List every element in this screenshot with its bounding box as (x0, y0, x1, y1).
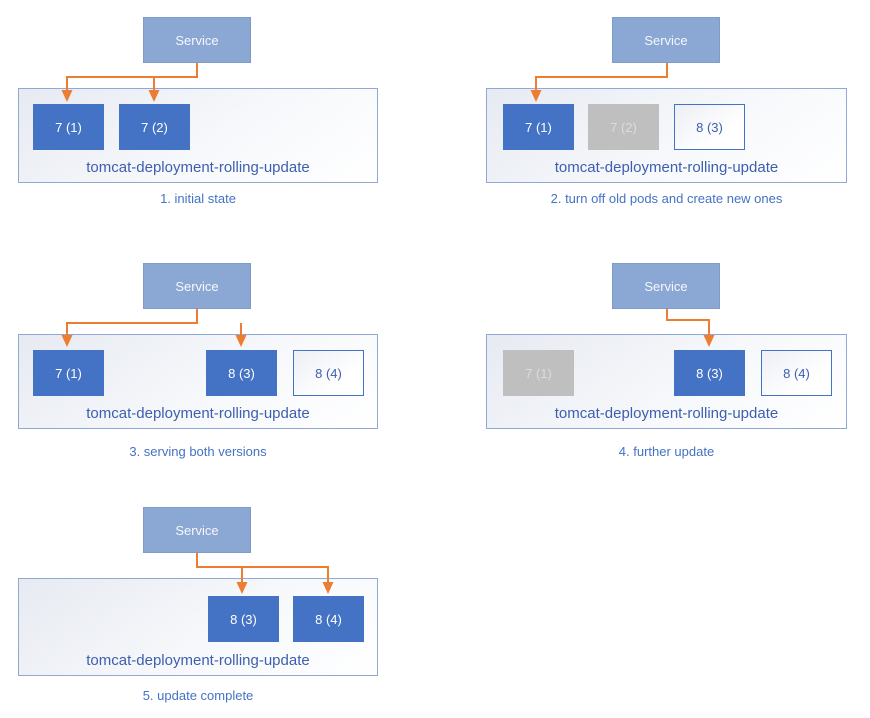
pod-8-4: 8 (4) (293, 596, 364, 642)
stage-caption: 5. update complete (142, 688, 254, 703)
deployment-box: 7 (1) 8 (3) 8 (4) tomcat-deployment-roll… (486, 334, 847, 429)
stage-5: Service 8 (3) 8 (4) tomcat-deployment-ro… (18, 507, 378, 707)
deployment-label: tomcat-deployment-rolling-update (554, 405, 779, 422)
pod-7-1: 7 (1) (33, 350, 104, 396)
stage-1: Service 7 (1) 7 (2) tomcat-deployment-ro… (18, 17, 378, 207)
deployment-label: tomcat-deployment-rolling-update (86, 652, 310, 669)
service-box: Service (612, 17, 720, 63)
pod-8-3: 8 (3) (674, 350, 745, 396)
pod-8-3: 8 (3) (208, 596, 279, 642)
deployment-label: tomcat-deployment-rolling-update (554, 159, 779, 176)
pod-8-3: 8 (3) (674, 104, 745, 150)
pod-8-4: 8 (4) (293, 350, 364, 396)
pod-7-1: 7 (1) (503, 104, 574, 150)
deployment-box: 7 (1) 8 (3) 8 (4) tomcat-deployment-roll… (18, 334, 378, 429)
service-box: Service (143, 17, 251, 63)
deployment-box: 7 (1) 7 (2) 8 (3) tomcat-deployment-roll… (486, 88, 847, 183)
pod-7-2: 7 (2) (119, 104, 190, 150)
pod-7-1: 7 (1) (503, 350, 574, 396)
service-box: Service (612, 263, 720, 309)
deployment-box: 8 (3) 8 (4) tomcat-deployment-rolling-up… (18, 578, 378, 676)
stage-caption: 4. further update (618, 444, 715, 459)
stage-4: Service 7 (1) 8 (3) 8 (4) tomcat-deploym… (486, 263, 847, 459)
stage-caption: 2. turn off old pods and create new ones (550, 191, 783, 206)
stage-3: Service 7 (1) 8 (3) 8 (4) tomcat-deploym… (18, 263, 378, 459)
deployment-label: tomcat-deployment-rolling-update (86, 405, 310, 422)
deployment-box: 7 (1) 7 (2) tomcat-deployment-rolling-up… (18, 88, 378, 183)
deployment-label: tomcat-deployment-rolling-update (86, 159, 310, 176)
stage-caption: 3. serving both versions (129, 444, 267, 459)
service-box: Service (143, 507, 251, 553)
stage-caption: 1. initial state (160, 191, 236, 206)
pod-8-3: 8 (3) (206, 350, 277, 396)
pod-7-1: 7 (1) (33, 104, 104, 150)
pod-8-4: 8 (4) (761, 350, 832, 396)
service-box: Service (143, 263, 251, 309)
stage-2: Service 7 (1) 7 (2) 8 (3) tomcat-deploym… (486, 17, 847, 207)
pod-7-2: 7 (2) (588, 104, 659, 150)
